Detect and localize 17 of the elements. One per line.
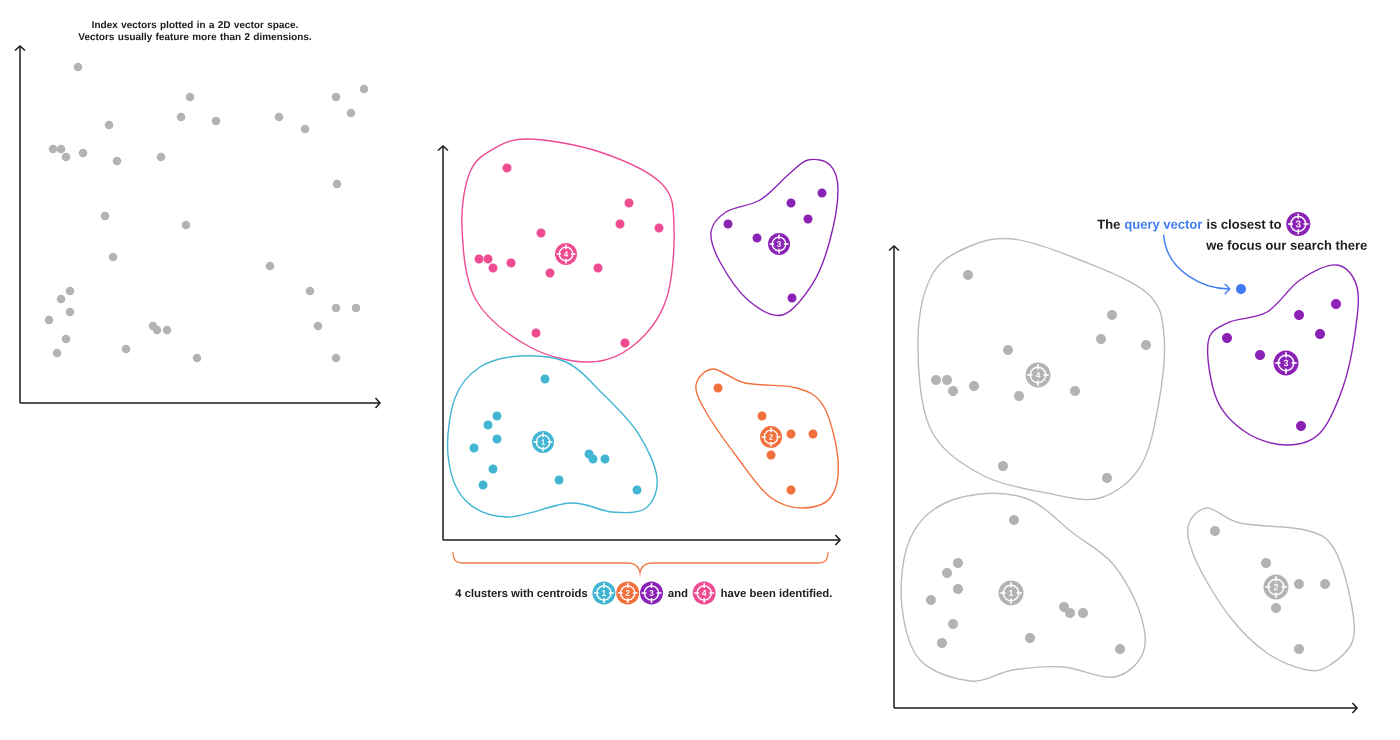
caption-text: 4 clusters with centroids bbox=[455, 588, 588, 598]
heading: Index vectors plotted in a 2D vector space. Vectors usually feature more than 2 dimensions. bbox=[78, 20, 311, 43]
cluster-outline bbox=[1186, 507, 1356, 672]
cluster-outline bbox=[710, 158, 839, 317]
caption-text: have been identified. bbox=[721, 588, 832, 598]
cluster-outline bbox=[917, 237, 1166, 501]
caption-text: The bbox=[1097, 219, 1120, 229]
annotation-text: we focus our search there bbox=[1206, 240, 1367, 250]
caption-text: and bbox=[668, 588, 688, 598]
curved-arrow bbox=[1162, 233, 1231, 295]
query-point bbox=[1236, 284, 1246, 294]
cluster-outline bbox=[446, 355, 658, 518]
cluster-outline bbox=[900, 492, 1146, 682]
cluster-outline bbox=[1206, 264, 1360, 446]
cluster-outline bbox=[695, 368, 839, 509]
cluster-outline bbox=[461, 138, 675, 363]
highlighted-text: query vector bbox=[1124, 220, 1203, 232]
